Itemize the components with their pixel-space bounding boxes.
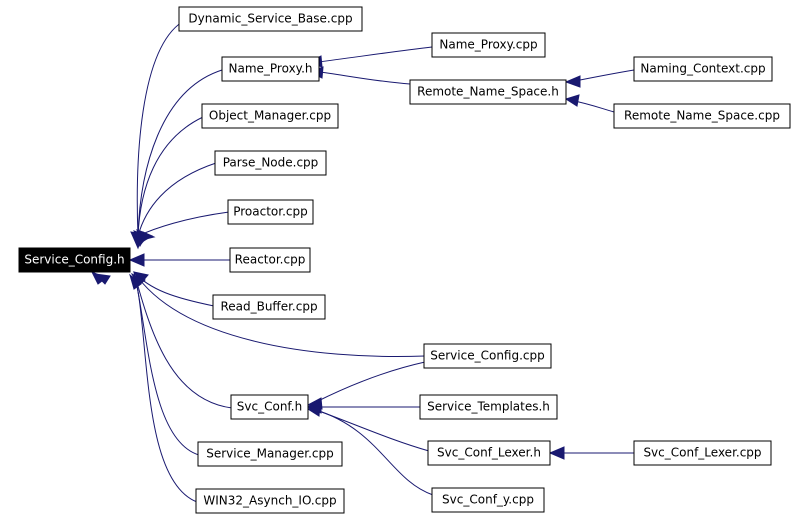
node-label: Naming_Context.cpp (640, 62, 765, 76)
arrowhead-remote-name-space-h-1 (564, 75, 581, 88)
edge-service-config-cpp-to-service-config (133, 271, 426, 357)
edge-name-proxy-cpp-to-name-proxy-h (317, 46, 433, 63)
node-service-templates-h[interactable]: Service_Templates.h (419, 394, 558, 420)
node-remote-name-space-h[interactable]: Remote_Name_Space.h (409, 79, 567, 105)
node-label: Name_Proxy.cpp (439, 38, 537, 52)
edge-remote-name-space-h-to-name-proxy-h (319, 71, 411, 85)
node-label: Reactor.cpp (235, 253, 306, 267)
node-svc-conf-h[interactable]: Svc_Conf.h (230, 394, 309, 420)
node-naming-context-cpp[interactable]: Naming_Context.cpp (633, 56, 773, 82)
edges (133, 21, 635, 503)
node-parse-node-cpp[interactable]: Parse_Node.cpp (214, 150, 327, 176)
node-label: WIN32_Asynch_IO.cpp (203, 494, 336, 508)
edge-name-proxy-h-to-service-config (137, 69, 223, 237)
edge-object-manager-to-service-config (137, 116, 204, 237)
node-label: Parse_Node.cpp (223, 156, 319, 170)
arrowhead-svc-conf-h-3 (306, 404, 321, 417)
node-label: Name_Proxy.h (229, 62, 313, 76)
node-name-proxy-cpp[interactable]: Name_Proxy.cpp (431, 32, 546, 58)
node-name-proxy-h[interactable]: Name_Proxy.h (221, 56, 320, 82)
edge-service-manager-to-service-config (133, 271, 200, 456)
node-label: Svc_Conf_y.cpp (442, 493, 534, 507)
edge-svc-conf-y-to-svc-conf-h (315, 409, 434, 496)
node-win32-asynch-io-cpp[interactable]: WIN32_Asynch_IO.cpp (195, 488, 345, 514)
node-service-config-h[interactable]: Service_Config.h (18, 247, 131, 273)
node-svc-conf-lexer-cpp[interactable]: Svc_Conf_Lexer.cpp (633, 440, 772, 466)
node-read-buffer-cpp[interactable]: Read_Buffer.cpp (212, 294, 326, 320)
node-service-manager-cpp[interactable]: Service_Manager.cpp (197, 441, 343, 467)
node-label: Svc_Conf.h (237, 400, 302, 414)
edge-parse-node-to-service-config (137, 162, 217, 237)
node-label: Dynamic_Service_Base.cpp (188, 12, 352, 26)
node-label: Remote_Name_Space.h (417, 85, 559, 99)
arrowhead-service-config-right (128, 253, 145, 267)
node-svc-conf-y-cpp[interactable]: Svc_Conf_y.cpp (431, 487, 545, 513)
edge-win32-asynch-io-to-service-config (133, 271, 198, 503)
node-label: Service_Config.cpp (430, 349, 545, 363)
node-svc-conf-lexer-h[interactable]: Svc_Conf_Lexer.h (427, 440, 551, 466)
node-service-config-cpp[interactable]: Service_Config.cpp (423, 343, 552, 369)
arrowhead-svc-conf-lexer-h (548, 446, 565, 460)
node-label: Service_Templates.h (427, 400, 550, 414)
node-proactor-cpp[interactable]: Proactor.cpp (227, 199, 314, 225)
node-label: Svc_Conf_Lexer.h (437, 446, 541, 460)
node-remote-name-space-cpp[interactable]: Remote_Name_Space.cpp (613, 103, 791, 129)
arrowhead-service-config-bottom-3 (129, 273, 142, 290)
node-dynamic-service-base-cpp[interactable]: Dynamic_Service_Base.cpp (178, 6, 363, 32)
edge-proactor-to-service-config (137, 211, 230, 237)
node-label: Remote_Name_Space.cpp (624, 109, 780, 123)
node-label: Read_Buffer.cpp (220, 300, 317, 314)
arrowhead-service-config-top-5 (141, 231, 156, 241)
edge-service-config-cpp-to-svc-conf-h (315, 361, 426, 403)
node-label: Proactor.cpp (233, 205, 308, 219)
arrowhead-service-config-bottom-5 (93, 273, 111, 285)
edge-dynamic-service-base-to-service-config (136, 21, 183, 237)
node-label: Service_Manager.cpp (206, 447, 334, 461)
node-label: Service_Config.h (24, 253, 124, 267)
node-label: Object_Manager.cpp (209, 109, 331, 123)
edge-svc-conf-h-to-service-config (133, 271, 233, 409)
arrowhead-remote-name-space-h-2 (564, 94, 580, 107)
node-label: Svc_Conf_Lexer.cpp (643, 446, 761, 460)
node-object-manager-cpp[interactable]: Object_Manager.cpp (201, 103, 339, 129)
node-reactor-cpp[interactable]: Reactor.cpp (229, 247, 311, 273)
